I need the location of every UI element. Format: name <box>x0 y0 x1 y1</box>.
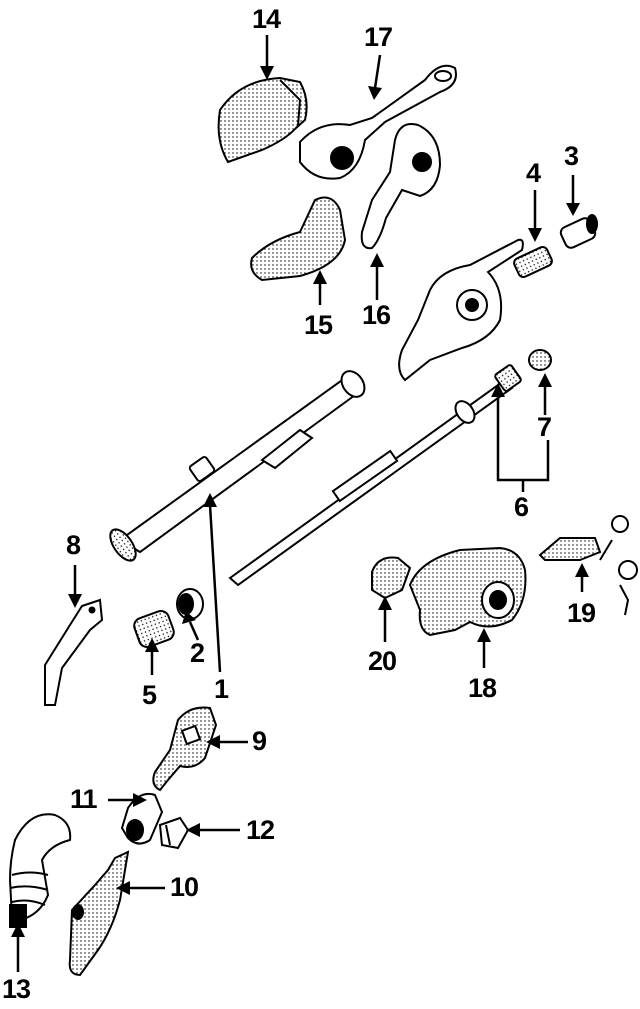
callout-14: 14 <box>252 4 281 34</box>
combination-switch <box>398 238 524 382</box>
wiper-switch <box>299 64 457 180</box>
callout-13: 13 <box>2 974 31 1004</box>
universal-joint-upper <box>152 706 218 792</box>
callout-10: 10 <box>170 872 199 902</box>
switch-spring <box>513 245 553 279</box>
callout-5: 5 <box>142 680 157 710</box>
switch-knob <box>559 214 598 249</box>
switch-bracket <box>371 556 412 600</box>
spring <box>133 610 175 648</box>
nut <box>528 349 552 371</box>
callout-15: 15 <box>304 310 333 340</box>
callout-20: 20 <box>368 646 397 676</box>
callout-17: 17 <box>364 22 393 52</box>
sleeve <box>120 792 164 845</box>
callout-16: 16 <box>362 300 391 330</box>
callout-8: 8 <box>66 530 81 560</box>
bracket <box>44 598 104 706</box>
column-cover-lower <box>250 196 347 282</box>
steering-column-tube <box>109 370 366 562</box>
turn-signal-switch <box>360 123 442 250</box>
steering-shaft <box>228 364 522 587</box>
callout-11: 11 <box>70 784 98 814</box>
callout-4: 4 <box>526 158 541 188</box>
column-cover-upper <box>217 76 308 164</box>
callout-7: 7 <box>537 412 552 442</box>
callout-6: 6 <box>514 492 529 522</box>
callout-9: 9 <box>252 726 267 756</box>
universal-joint-lower <box>68 850 130 977</box>
callout-2: 2 <box>190 638 205 668</box>
boot <box>8 813 72 928</box>
leader-lines <box>11 35 589 972</box>
callout-3: 3 <box>564 141 579 171</box>
callout-1: 1 <box>214 674 229 704</box>
bushing <box>176 588 204 620</box>
lock-cylinder <box>538 515 638 616</box>
callout-18: 18 <box>468 673 497 703</box>
callout-19: 19 <box>567 598 596 628</box>
lock-housing <box>408 546 527 637</box>
callout-12: 12 <box>246 815 275 845</box>
clip <box>158 816 190 850</box>
